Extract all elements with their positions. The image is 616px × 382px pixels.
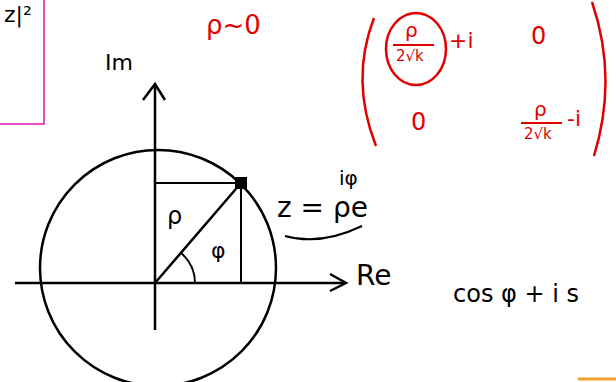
- radius-label: ρ: [166, 204, 183, 228]
- exponent: iφ: [338, 168, 359, 188]
- matrix-entry-term: -i: [566, 108, 582, 130]
- euler-formula: cos φ + i s: [452, 282, 580, 306]
- condition-note: ρ~0: [205, 12, 262, 38]
- fraction-denominator: 2√k: [523, 127, 553, 142]
- note-box: z|²: [0, 0, 45, 125]
- matrix-entry-term: +i: [448, 30, 475, 52]
- axis-label: Im: [104, 52, 134, 74]
- polar-formula: z = ρe: [276, 194, 369, 222]
- matrix-entry: 0: [530, 24, 547, 48]
- angle-label: φ: [210, 240, 227, 262]
- note-text: z|²: [0, 0, 43, 26]
- fraction-denominator: 2√k: [395, 49, 425, 64]
- axis-label: Re: [355, 262, 392, 290]
- fraction-numerator: ρ: [404, 20, 419, 40]
- matrix-entry: 0: [410, 110, 427, 134]
- fraction-numerator: ρ: [533, 99, 548, 119]
